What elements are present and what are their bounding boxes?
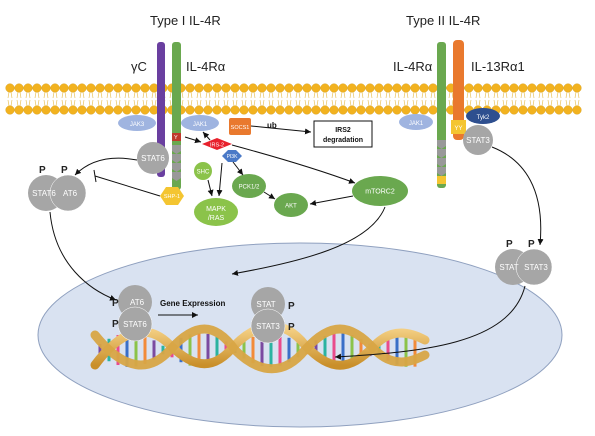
stat3-dimer-cytoplasm [495, 248, 553, 286]
tyrosine-residues-type1 [172, 145, 181, 181]
stat6-dimer-b: AT6 [63, 189, 78, 198]
p-nuc-left1: P [112, 298, 119, 309]
p-label-left2: P [61, 165, 68, 176]
akt-label: AKT [285, 204, 297, 210]
il4ra-label-type2: IL-4Rα [393, 59, 433, 74]
arrow-mtorc2-to-akt [309, 195, 354, 206]
irs2-label: IRS-2 [210, 143, 224, 149]
jak1-type1-label: JAK1 [193, 122, 208, 128]
arrow-receptor-to-irs2 [184, 136, 202, 144]
stat6-dimer-a: STAT6 [32, 189, 56, 198]
stat6-dimer-cytoplasm [28, 174, 87, 212]
irs2-degradation-box [313, 120, 373, 148]
arrow-mtorc2-to-nucleus [231, 206, 386, 276]
arrow-shc-to-mapk [207, 179, 214, 197]
tyk2 [466, 108, 500, 124]
shc-node [194, 162, 212, 180]
stat3-nuc-bottom: STAT3 [256, 322, 280, 331]
stat6-nuc-top: AT6 [130, 298, 145, 307]
pathway-arrows [49, 125, 544, 360]
p-label-right2: P [528, 239, 535, 250]
stat6-bound-label: STAT6 [141, 154, 165, 163]
p-nuc-right2: P [288, 322, 295, 333]
stat3-dimer-nucleus [250, 287, 286, 344]
pi3k-node [222, 150, 242, 162]
gene-expression-label: Gene Expression [160, 299, 225, 308]
jak3-label: JAK3 [130, 122, 145, 128]
il13ra1-label: IL-13Rα1 [471, 59, 525, 74]
il4ra-chain-type1 [172, 42, 181, 190]
stat6-bound [137, 142, 169, 174]
mapk-ras-node [194, 198, 238, 226]
arrow-stat3-to-nucleus [334, 285, 526, 360]
stat3-dimer-b: STAT3 [524, 263, 548, 272]
p-label-left1: P [39, 165, 46, 176]
stat3-nuc-top: STAT [256, 300, 275, 309]
pck-node [232, 174, 266, 198]
ub-label: ub [267, 121, 277, 130]
mapk-line2: /RAS [208, 215, 225, 222]
phospho-box-type2 [437, 176, 446, 184]
tyrosine-residues-type2 [437, 140, 446, 176]
jak1-type2 [399, 114, 433, 130]
phospho-y-box [172, 133, 181, 141]
arrow-pi3k-to-mapk [216, 162, 223, 197]
stat6-dimer-nucleus [117, 285, 153, 342]
socs1 [229, 118, 251, 135]
mtorc2-node [352, 176, 408, 206]
type1-title: Type I IL-4R [150, 13, 221, 28]
type2-title: Type II IL-4R [406, 13, 480, 28]
arrow-irs2-to-mtorc2 [231, 144, 356, 184]
inhibition-bar [93, 169, 161, 197]
arrow-pi3k-to-pck [232, 161, 244, 176]
p-nuc-right1: P [288, 301, 295, 312]
pck-label: PCK1/2 [239, 185, 260, 191]
stat3-bound-label: STAT3 [466, 136, 490, 145]
pi3k-label: PI3K [227, 154, 239, 160]
irs2-node [202, 138, 232, 150]
p-nuc-left2: P [112, 319, 119, 330]
shp1-label: SHP-1 [164, 194, 180, 200]
mapk-line1: MAPK [206, 206, 226, 213]
jak1-type2-label: JAK1 [409, 121, 424, 127]
arrow-ub-to-degradation [250, 125, 312, 135]
irs2-deg-line1: IRS2 [335, 127, 351, 134]
shp1-node [160, 187, 184, 205]
cell-membrane [5, 83, 582, 115]
yy-label: YY [454, 126, 462, 132]
stat3-dimer-a: STAT [499, 263, 518, 272]
mtorc2-label: mTORC2 [365, 189, 395, 196]
akt-node [274, 193, 308, 217]
arrow-stat6-to-nucleus [49, 211, 117, 301]
socs1-label: SOCS1 [231, 125, 250, 131]
arrow-stat6-to-dimer [74, 157, 138, 176]
irs2-deg-line2: degradation [323, 137, 363, 144]
jak1-type1 [181, 115, 219, 131]
arrow-pck-to-akt [263, 191, 276, 200]
il13ra1-chain [453, 40, 464, 140]
il4ra-label-type1: IL-4Rα [186, 59, 226, 74]
p-label-right1: P [506, 239, 513, 250]
gamma-c-label: γC [131, 59, 147, 74]
arrow-stat3-to-dimer [491, 146, 544, 246]
arrow-irs2-to-receptor [202, 131, 211, 141]
stat6-nuc-bottom: STAT6 [123, 320, 147, 329]
jak3 [118, 115, 156, 131]
yy-box [451, 120, 466, 134]
shc-label: SHC [197, 170, 210, 176]
y-letter: Y [174, 135, 178, 141]
tyk2-label: Tyk2 [477, 115, 490, 121]
stat3-bound [463, 125, 493, 155]
